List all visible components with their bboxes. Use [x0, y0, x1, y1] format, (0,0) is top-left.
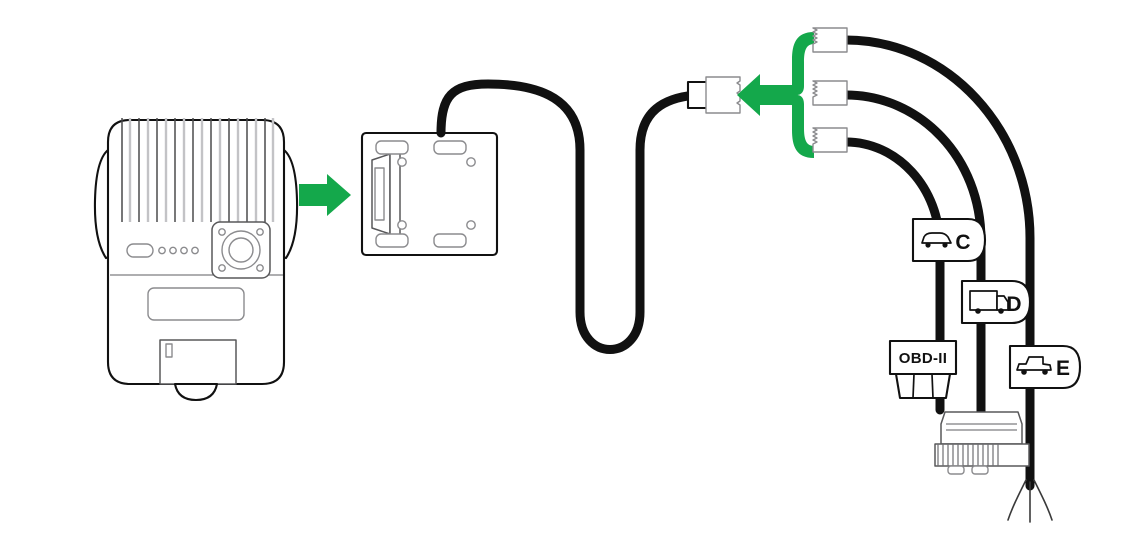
camera-lens-module: [211, 221, 271, 279]
car-icon: [921, 232, 952, 248]
device-fin-housing: [121, 118, 275, 222]
status-indicator-group: [126, 243, 199, 258]
harness-plug-bottom: [812, 127, 848, 153]
connector-grip-ribs: [937, 444, 999, 466]
round-multipin-connector[interactable]: [934, 411, 1030, 475]
led-indicator: [169, 246, 177, 255]
harness-select-arrow: [737, 32, 814, 158]
bracket-slot: [375, 233, 409, 248]
main-power-cable: [436, 79, 700, 354]
bracket-screw-hole: [466, 157, 476, 167]
connector-pins: [947, 465, 989, 475]
bracket-slot: [433, 233, 467, 248]
obd-ii-connector[interactable]: OBD-II: [888, 339, 958, 400]
harness-tag-c-label: C: [955, 231, 970, 254]
bracket-screw-hole: [397, 220, 407, 230]
device-card-panel: [159, 339, 237, 385]
led-indicator: [191, 246, 199, 255]
mounting-bracket[interactable]: [360, 131, 499, 257]
obd-ii-label: OBD-II: [899, 350, 947, 367]
harness-plug-middle: [812, 80, 848, 106]
harness-cable-e: [841, 35, 1035, 491]
led-indicator: [158, 246, 166, 255]
dashcam-camera-unit[interactable]: [93, 118, 299, 402]
bare-wire-leads: [1007, 479, 1053, 523]
status-pill: [126, 243, 154, 258]
install-direction-arrow: [299, 174, 351, 216]
classic-car-icon: [1016, 356, 1052, 375]
harness-tag-d-label: D: [1006, 293, 1021, 316]
bracket-connector-port: [371, 149, 401, 239]
harness-tag-e[interactable]: E: [1008, 344, 1082, 390]
harness-plug-top: [812, 27, 848, 53]
truck-icon: [969, 290, 1009, 314]
harness-tag-d[interactable]: D: [960, 279, 1032, 325]
main-cable-connector: [686, 76, 741, 114]
harness-tag-e-label: E: [1056, 357, 1070, 380]
device-bottom-tab: [173, 382, 219, 402]
bracket-screw-hole: [466, 220, 476, 230]
led-indicator: [180, 246, 188, 255]
harness-tag-c[interactable]: C: [911, 217, 987, 263]
bracket-slot: [433, 140, 467, 155]
bracket-slot: [375, 140, 409, 155]
device-front-recess: [147, 287, 245, 321]
bracket-screw-hole: [397, 157, 407, 167]
